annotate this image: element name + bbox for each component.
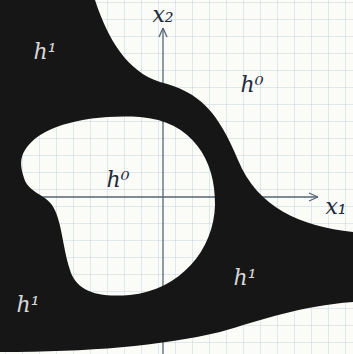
region-label: h¹: [34, 41, 57, 63]
region-label: h⁰: [241, 74, 264, 96]
axis-arrowhead: [159, 28, 167, 37]
axis-label: x₁: [325, 196, 346, 218]
region-label: h¹: [234, 267, 257, 289]
axis-label: x₂: [152, 4, 173, 26]
region-label: h⁰: [107, 169, 130, 191]
region-label: h¹: [17, 294, 40, 316]
x1-axis: [0, 196, 318, 197]
axis-arrowhead: [309, 193, 318, 201]
